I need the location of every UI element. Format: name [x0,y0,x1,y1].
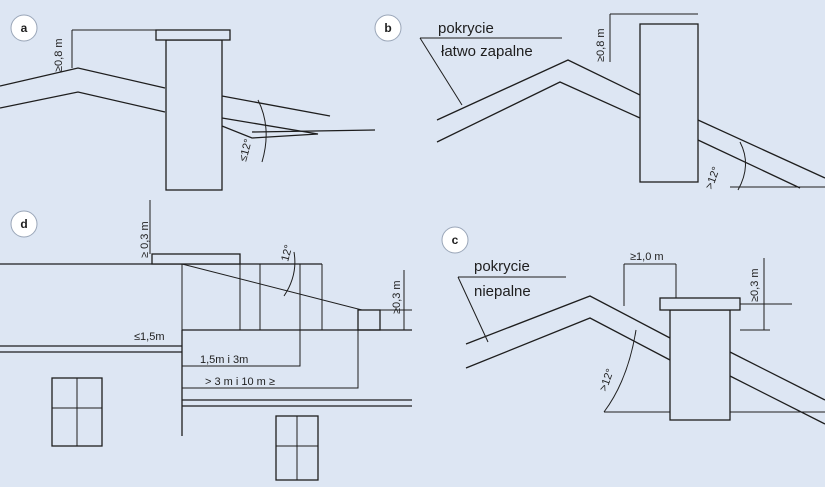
panel-b-badge-label: b [384,21,391,35]
panel-d-chimney-cap [151,253,241,265]
panel-b-angle-label: >12° [704,165,723,191]
panel-d-far-dist-label: > 3 m i 10 m ≥ [205,376,275,388]
panel-c-height-label: ≥0,3 m [749,268,761,302]
panel-c-cover-line2: niepalne [474,283,531,300]
panel-b: b pokrycie łatwo zapalne ≥0,8 m >12° [374,13,825,191]
panel-c-badge-label: c [452,233,459,247]
panel-a-roof-upper [0,67,166,89]
panel-a-horizontal [251,129,376,133]
panel-d-mid-dist-label: 1,5m i 3m [200,354,248,366]
panel-d: d ≥ 0,3 m 12° ≥0,3 m ≤1,5m 1,5m i 3m > 3… [0,200,412,481]
panel-d-angle-arc [283,251,296,297]
panel-d-window-right-mullions [276,416,318,480]
panel-c-leader [457,276,489,343]
panel-b-badge [374,14,402,42]
panel-c-cover-line1: pokrycie [474,258,530,275]
panel-d-slope [181,263,363,311]
panel-b-height-label: ≥0,8 m [595,28,607,62]
panel-a-roof-right-upper [221,95,331,117]
panel-c-chimney [669,309,731,421]
panel-b-roof-upper [436,59,641,121]
panel-b-roof-right-upper [697,119,825,179]
panel-c: c pokrycie niepalne ≥1,0 m ≥0,3 m >12° [441,226,825,425]
panel-d-angle-label: 12° [279,244,295,263]
panel-a-chimney [165,39,223,191]
panel-d-right-chimney [357,309,381,331]
panel-d-left-dist-label: ≤1,5m [134,331,165,343]
panel-b-angle-arc [737,141,746,191]
panel-c-width-label: ≥1,0 m [630,251,664,263]
panel-c-angle-label: >12° [598,367,617,393]
panel-a-badge [10,14,38,42]
panel-b-chimney [639,23,699,183]
panel-b-cover-line2: łatwo zapalne [441,43,533,60]
panel-c-roof-upper [465,295,671,345]
panel-c-roof-lower [465,317,671,369]
panel-d-floor-lines [182,399,412,407]
panel-d-badge [10,210,38,238]
panel-d-window-left-mullions [52,378,102,446]
panel-b-roof-lower [436,81,641,143]
panel-c-height-dim [740,258,792,331]
panel-a-height-label: ≥0,8 m [53,38,65,72]
panel-a: a ≥0,8 m ≤12° [0,14,376,191]
panel-d-far-dim [182,330,359,389]
panel-d-mid-dim [182,330,301,367]
panel-c-width-dim [623,263,677,306]
panel-c-roof-right-lower [729,375,825,425]
panel-d-top-height-label: ≥ 0,3 m [139,221,151,258]
panel-c-chimney-cap [659,297,741,311]
panel-d-chimney-verticals [181,264,323,330]
panel-d-badge-label: d [20,217,27,231]
panel-b-leader [419,37,463,106]
panel-b-roof-right-lower [697,139,801,189]
panel-a-chimney-cap [155,29,231,41]
panel-a-angle-label: ≤12° [237,138,254,163]
panel-a-roof-right-lower [221,117,319,139]
panel-d-right-height-label: ≥0,3 m [391,280,403,314]
panel-c-badge [441,226,469,254]
panel-a-badge-label: a [21,21,28,35]
panel-b-cover-line1: pokrycie [438,20,494,37]
panel-c-roof-right-upper [729,351,825,401]
panel-c-angle-arc [603,329,637,413]
panel-a-angle-arc [257,99,267,163]
panel-a-roof-lower [0,91,166,113]
